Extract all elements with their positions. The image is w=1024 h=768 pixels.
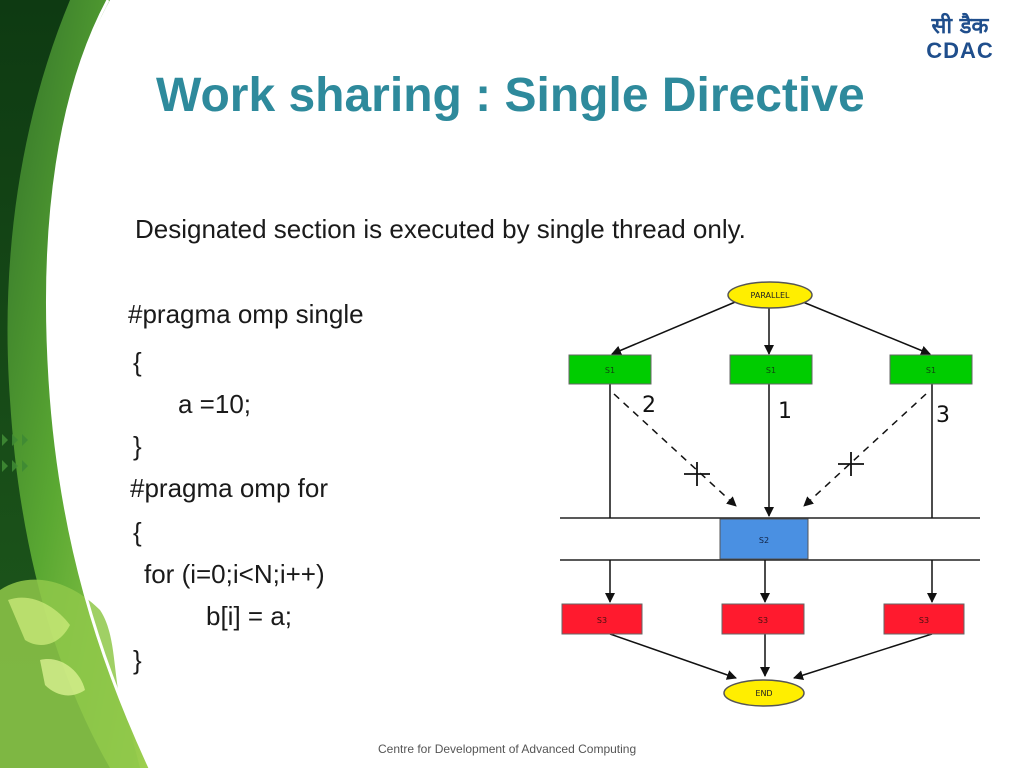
- edge-s3-left-end: [609, 633, 737, 680]
- side-decoration: [0, 0, 152, 768]
- logo-english-text: CDAC: [926, 38, 994, 63]
- node-s3-right-label: S3: [919, 616, 929, 625]
- footer-text: Centre for Development of Advanced Compu…: [378, 742, 637, 756]
- node-s1-left: [568, 354, 652, 385]
- edge-s3-right-end: [793, 633, 933, 681]
- node-parallel: [727, 281, 813, 309]
- path-number-right: 3: [936, 403, 950, 428]
- slide-title: Work sharing : Single Directive: [156, 69, 865, 122]
- edge-parallel-s1-left: [611, 299, 741, 356]
- node-s1-right-label: S1: [926, 366, 936, 375]
- node-end-label: END: [755, 689, 772, 698]
- code-line: {: [133, 517, 142, 547]
- cross-mark-left: [684, 462, 710, 486]
- code-line: {: [133, 347, 142, 377]
- node-s1-mid-label: S1: [766, 366, 776, 375]
- code-line: }: [133, 645, 142, 675]
- edge-dashed-right: [803, 393, 927, 507]
- code-line: }: [133, 431, 142, 461]
- node-s3-left-label: S3: [597, 616, 607, 625]
- code-line: a =10;: [178, 389, 252, 419]
- node-s2: [719, 518, 809, 560]
- path-number-left: 2: [642, 393, 656, 418]
- node-s2-label: S2: [759, 536, 769, 545]
- node-s1-right: [889, 354, 973, 385]
- path-number-mid: 1: [778, 399, 792, 424]
- node-s1-mid: [729, 354, 813, 385]
- node-parallel-label: PARALLEL: [751, 291, 790, 300]
- node-s3-mid-label: S3: [758, 616, 768, 625]
- node-s3-mid: [721, 603, 805, 635]
- edge-parallel-s1-right: [797, 299, 931, 356]
- code-line: #pragma omp for: [130, 473, 328, 503]
- logo-hindi-text: सी डैक: [931, 14, 989, 39]
- code-line: for (i=0;i<N;i++): [144, 559, 325, 589]
- node-end: [723, 679, 805, 707]
- single-directive-diagram: 2 1 3 PARALLEL S1 S1 S1 S2 S3 S3 S3 END: [560, 281, 980, 707]
- code-line: b[i] = a;: [206, 601, 292, 631]
- node-s3-left: [561, 603, 643, 635]
- cross-mark-right: [838, 452, 864, 476]
- slide-subtitle: Designated section is executed by single…: [135, 214, 746, 244]
- edge-dashed-left: [613, 393, 737, 507]
- node-s1-left-label: S1: [605, 366, 615, 375]
- node-s3-right: [883, 603, 965, 635]
- code-line: #pragma omp single: [128, 299, 364, 329]
- cdac-logo: सी डैक CDAC: [920, 14, 1000, 66]
